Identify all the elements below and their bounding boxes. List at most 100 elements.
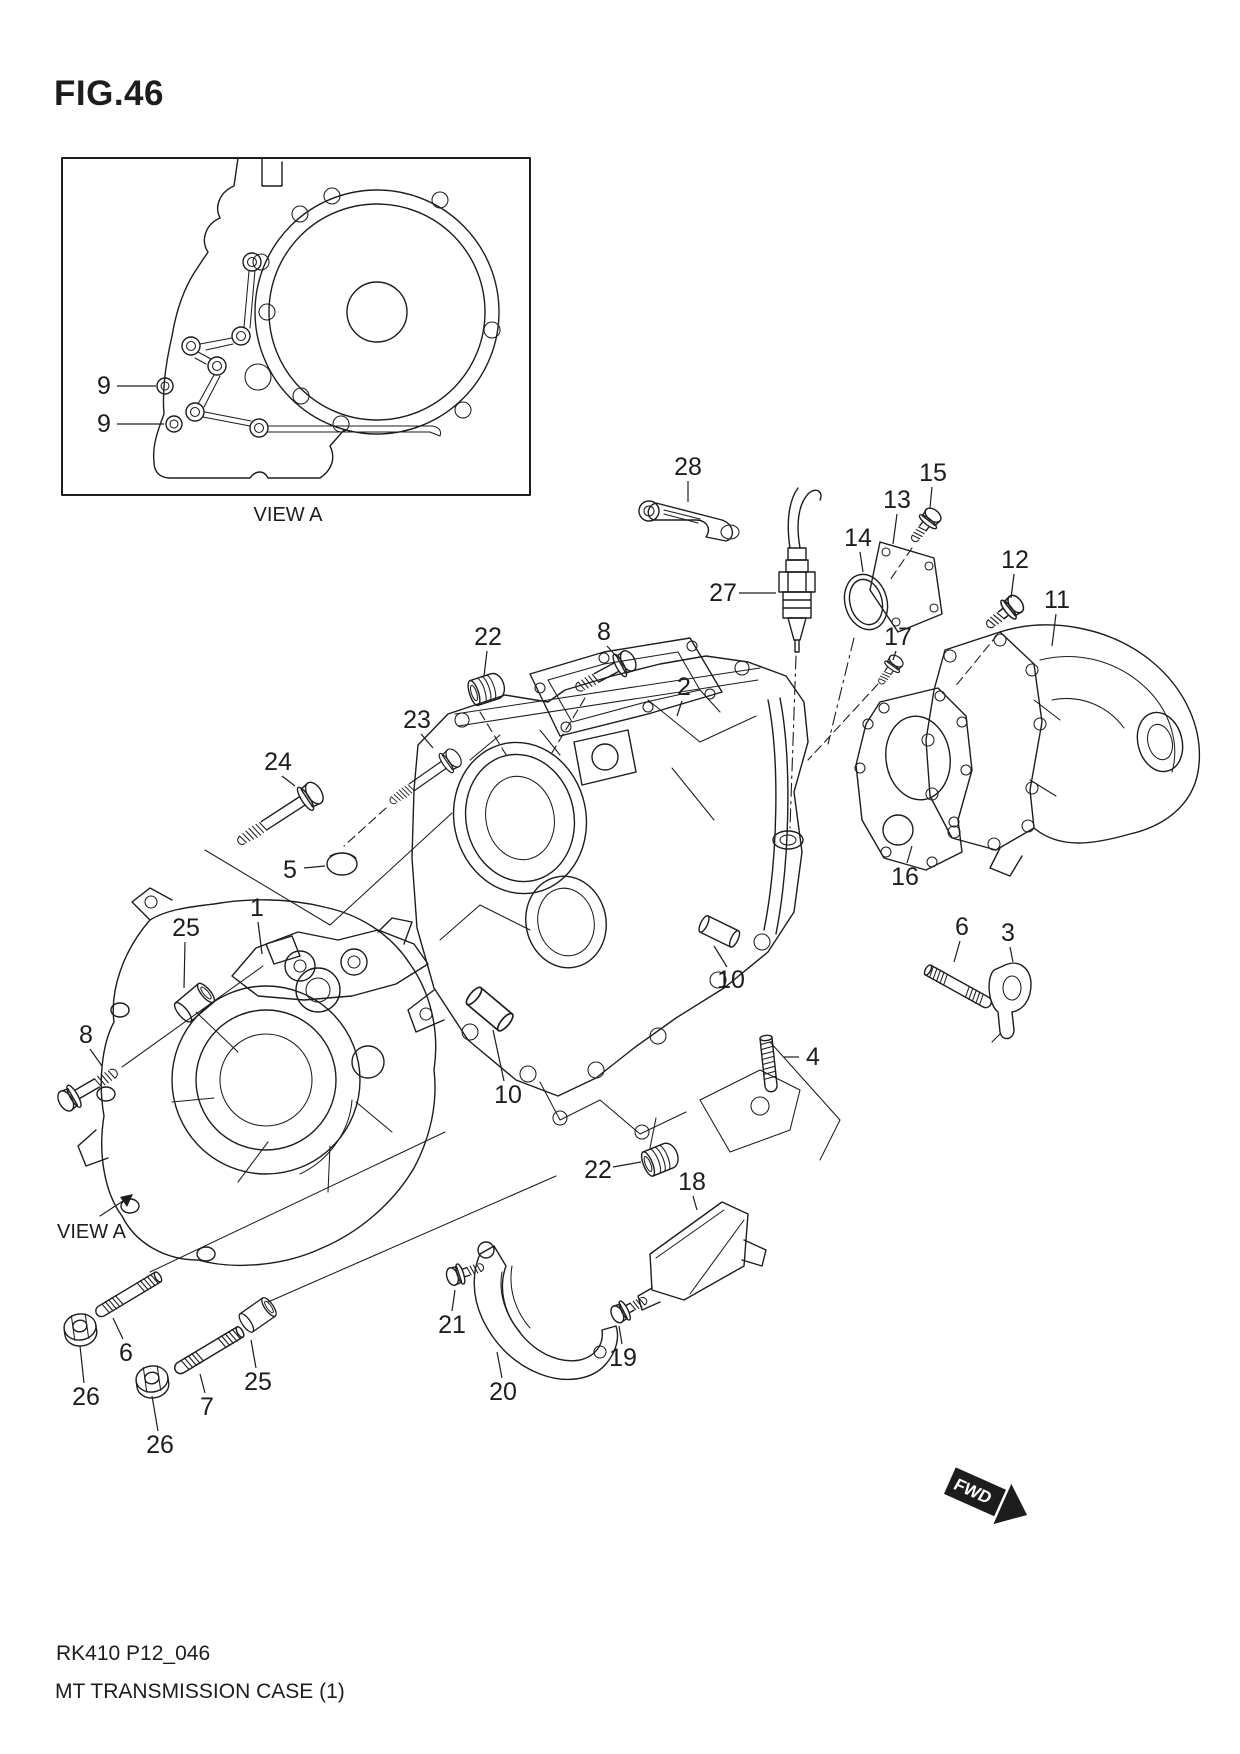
view-a-arrow <box>99 1194 133 1217</box>
callout-14: 14 <box>844 524 872 552</box>
footer-figure-title: MT TRANSMISSION CASE (1) <box>55 1680 345 1703</box>
callout-leader-15 <box>929 486 933 509</box>
bolt-12 <box>979 590 1029 636</box>
inset-view-a-box <box>61 157 531 496</box>
stud-7 <box>171 1324 247 1377</box>
callout-17: 17 <box>884 623 912 651</box>
callout-25: 25 <box>244 1368 272 1396</box>
nut-26-b <box>133 1363 172 1401</box>
stud-6-left <box>92 1269 165 1320</box>
callout-leader-11 <box>1051 613 1057 647</box>
gasket-chain-drawing <box>181 252 441 438</box>
callout-6: 6 <box>119 1339 133 1367</box>
support-bracket-20-drawing <box>473 1241 619 1381</box>
shield-plate-18-drawing <box>637 1201 767 1311</box>
washer-9-a <box>156 377 174 395</box>
callout-leader-7 <box>199 1373 206 1394</box>
clutch-housing-drawing <box>77 887 437 1267</box>
bracket-28-drawing <box>638 500 740 542</box>
callout-25: 25 <box>172 914 200 942</box>
callout-leader-19 <box>618 1325 623 1345</box>
callout-leader-10 <box>492 1029 505 1082</box>
callout-26: 26 <box>72 1383 100 1411</box>
figure-title: FIG.46 <box>54 74 164 113</box>
o-ring-14-drawing <box>843 573 889 631</box>
callout-leader-1 <box>257 921 263 955</box>
callout-leader-2 <box>676 700 683 717</box>
callout-leader-10 <box>713 945 728 968</box>
switch-27-drawing <box>778 487 822 653</box>
callout-leader-23 <box>420 733 434 749</box>
transmission-case-drawing <box>407 655 841 1161</box>
callout-21: 21 <box>438 1311 466 1339</box>
sleeve-25-upper <box>171 980 218 1026</box>
callout-leader-6 <box>953 940 961 963</box>
callout-11: 11 <box>1044 586 1070 614</box>
bolt-8-left <box>53 1060 124 1116</box>
gasket-16-drawing <box>854 687 973 871</box>
selector-bracket-1-drawing <box>231 917 429 1001</box>
callout-23: 23 <box>403 706 431 734</box>
callout-5: 5 <box>283 856 297 884</box>
cover-plate-13-drawing <box>869 541 943 633</box>
bolt-17 <box>872 651 907 690</box>
inset-caption: VIEW A <box>253 504 323 526</box>
callout-13: 13 <box>883 486 911 514</box>
callout-leader-8 <box>89 1048 103 1067</box>
plug-22-lower <box>638 1139 683 1179</box>
callout-19: 19 <box>609 1344 637 1372</box>
stud-4 <box>758 1034 779 1094</box>
callout-7: 7 <box>200 1393 214 1421</box>
callout-leader-22 <box>483 650 488 677</box>
sleeve-25-lower <box>236 1294 280 1335</box>
callout-16: 16 <box>891 863 919 891</box>
callout-leader-18 <box>692 1195 698 1211</box>
plug-5-drawing <box>326 852 358 876</box>
callout-leader-13 <box>892 513 898 545</box>
pin-10-right <box>696 913 743 950</box>
footer-part-code: RK410 P12_046 <box>56 1642 211 1665</box>
view-a-pointer-label: VIEW A <box>57 1221 126 1243</box>
callout-leader-8 <box>606 645 617 657</box>
gasket-2-drawing <box>529 637 723 737</box>
callout-leader-20 <box>496 1351 503 1379</box>
callout-4: 4 <box>806 1043 820 1071</box>
fasteners <box>53 503 1029 1401</box>
callout-leader-25 <box>250 1339 257 1369</box>
callout-leader-26 <box>79 1345 85 1384</box>
callout-10: 10 <box>494 1081 522 1109</box>
clamp-3-drawing <box>988 962 1032 1043</box>
callout-leader-25 <box>183 941 186 989</box>
callout-3: 3 <box>1001 919 1015 947</box>
callout-leader-5 <box>303 865 326 869</box>
callout-15: 15 <box>919 459 947 487</box>
washer-9-b <box>165 415 183 433</box>
callout-leader-12 <box>1010 573 1015 599</box>
callout-leader-6 <box>112 1317 124 1340</box>
end-cover-drawing <box>152 157 501 479</box>
callout-2: 2 <box>677 673 691 701</box>
extension-housing-11-drawing <box>921 624 1201 877</box>
nut-26-a <box>61 1311 100 1349</box>
callout-9: 9 <box>97 410 111 438</box>
callout-leader-16 <box>906 845 913 864</box>
bolt-24 <box>230 777 329 855</box>
callout-leader-22 <box>612 1161 642 1168</box>
callout-leader-14 <box>859 551 864 573</box>
stud-6-right <box>922 962 995 1011</box>
callout-leader-17 <box>892 650 897 661</box>
callout-18: 18 <box>678 1168 706 1196</box>
callout-8: 8 <box>79 1021 93 1049</box>
pin-10-left <box>463 984 517 1034</box>
callout-22: 22 <box>474 623 502 651</box>
callout-1: 1 <box>250 894 264 922</box>
callout-24: 24 <box>264 748 292 776</box>
callout-9: 9 <box>97 372 111 400</box>
callout-leader-26 <box>151 1395 159 1432</box>
callout-22: 22 <box>584 1156 612 1184</box>
callout-12: 12 <box>1001 546 1029 574</box>
bolt-21 <box>443 1255 488 1289</box>
